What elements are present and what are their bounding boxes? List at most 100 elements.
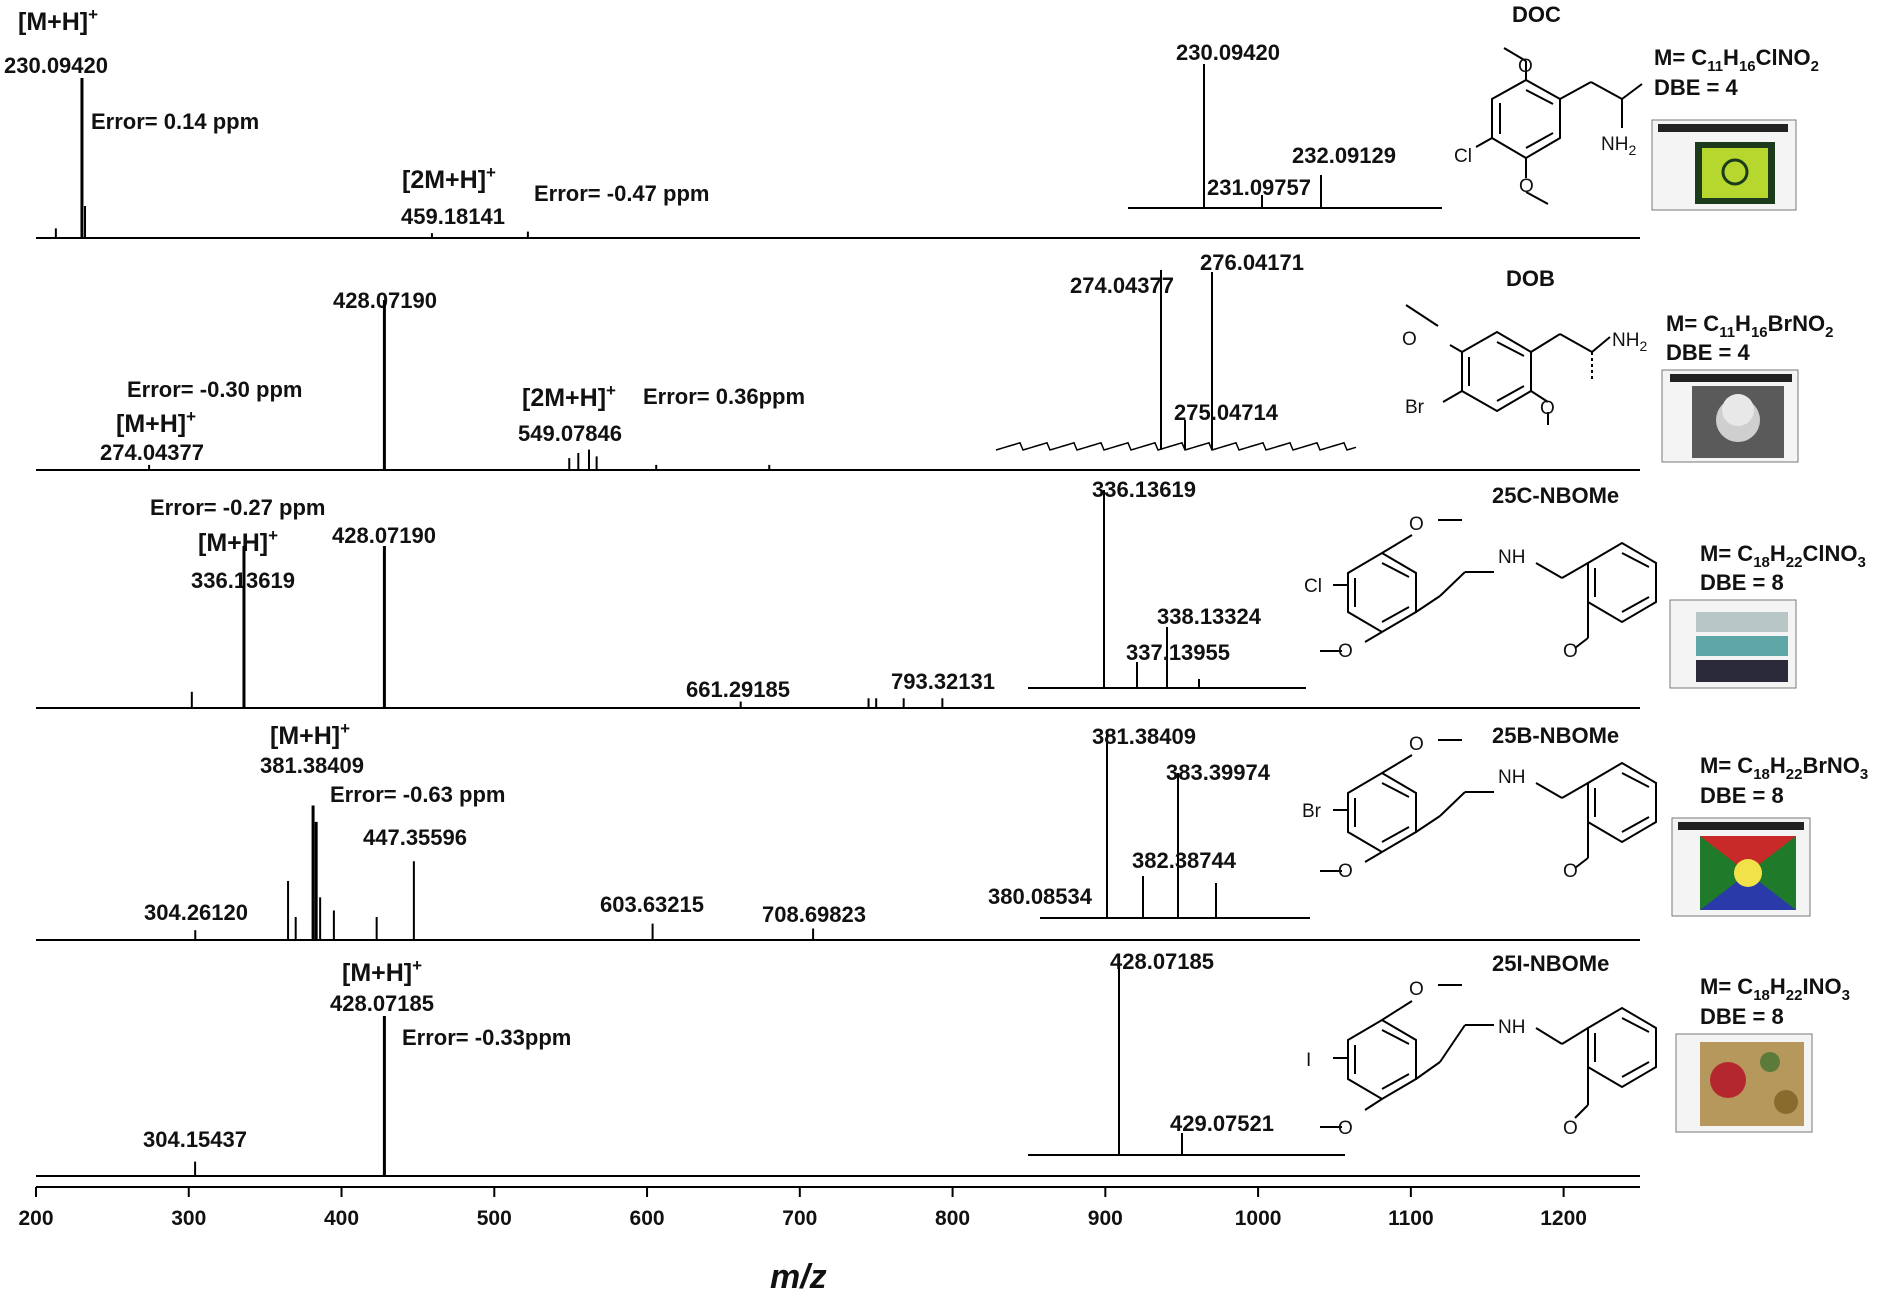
- blotter-photo: [1651, 119, 1797, 211]
- dbe-label: DBE = 4: [1666, 340, 1751, 365]
- peak-label: 603.63215: [600, 892, 704, 917]
- dbe-label: DBE = 4: [1654, 75, 1739, 100]
- compound-name: DOC: [1512, 2, 1561, 27]
- error-label: Error= -0.63 ppm: [330, 782, 505, 807]
- ion-label-mh: [M+H]+: [270, 719, 350, 750]
- inset-label: 381.38409: [1092, 724, 1196, 749]
- atom-o: O: [1402, 329, 1417, 350]
- atom-halogen: Br: [1302, 801, 1322, 822]
- atom-o: O: [1338, 1118, 1353, 1139]
- peak-label: 447.35596: [363, 825, 467, 850]
- peak-label-2mh: 459.18141: [401, 204, 505, 229]
- peak-label: 793.32131: [891, 669, 995, 694]
- peak-label-2mh: 549.07846: [518, 421, 622, 446]
- x-axis: 200 300 400 500 600 700 800 900 1000 1100 1200 m/z: [18, 1186, 1640, 1295]
- atom-o: O: [1519, 176, 1534, 197]
- atom-nh2: NH2: [1612, 330, 1647, 354]
- x-tick-label: 1200: [1540, 1207, 1587, 1230]
- x-tick-label: 200: [18, 1207, 53, 1230]
- ion-label-2mh: [2M+H]+: [402, 163, 496, 194]
- error-label: Error= -0.27 ppm: [150, 495, 325, 520]
- inset-label: 231.09757: [1207, 175, 1311, 200]
- x-tick-label: 800: [935, 1207, 970, 1230]
- inset-label: 230.09420: [1176, 40, 1280, 65]
- x-tick-label: 300: [171, 1207, 206, 1230]
- chem-structure-dob: [1405, 304, 1611, 425]
- molecular-formula: M= C18H22INO3: [1700, 974, 1850, 1004]
- atom-o: O: [1518, 56, 1533, 77]
- peak-label: 428.07190: [332, 523, 436, 548]
- chem-structure-doc: [1475, 47, 1643, 205]
- error-label-2mh: Error= 0.36ppm: [643, 384, 805, 409]
- blotter-photo: [1675, 1033, 1813, 1133]
- x-tick-label: 400: [324, 1207, 359, 1230]
- atom-o: O: [1563, 861, 1578, 882]
- inset-25b: 381.38409 383.39974 382.38744 380.08534: [988, 724, 1310, 919]
- chem-structure-25i: [1320, 984, 1657, 1128]
- inset-label: 276.04171: [1200, 250, 1304, 275]
- panel-25i: [M+H]+ 428.07185 Error= -0.33ppm 304.154…: [36, 949, 1850, 1177]
- peak-label-mh: 428.07185: [330, 991, 434, 1016]
- spectra-peaks: [54, 78, 944, 1176]
- error-label: Error= 0.14 ppm: [91, 109, 259, 134]
- ion-label-mh: [M+H]+: [18, 5, 98, 36]
- blotter-photo: [1661, 369, 1799, 463]
- peak-label: 304.15437: [143, 1127, 247, 1152]
- molecular-formula: M= C11H16ClNO2: [1654, 45, 1819, 75]
- ion-label-mh: [M+H]+: [116, 407, 196, 438]
- inset-25i: 428.07185 429.07521: [1028, 949, 1345, 1156]
- inset-label: 337.13955: [1126, 640, 1230, 665]
- inset-label: 336.13619: [1092, 477, 1196, 502]
- x-tick-label: 1000: [1235, 1207, 1282, 1230]
- inset-noise: [995, 441, 1357, 451]
- dbe-label: DBE = 8: [1700, 570, 1784, 595]
- atom-o: O: [1409, 979, 1424, 1000]
- inset-label: 382.38744: [1132, 848, 1237, 873]
- x-tick-label: 1100: [1388, 1207, 1434, 1230]
- atom-nh: NH: [1498, 767, 1525, 788]
- atom-o: O: [1409, 734, 1424, 755]
- compound-name: 25I-NBOMe: [1492, 951, 1609, 976]
- compound-name: 25B-NBOMe: [1492, 723, 1619, 748]
- molecular-formula: M= C18H22ClNO3: [1700, 541, 1866, 571]
- blotter-photo: [1671, 817, 1811, 917]
- ion-label-mh: [M+H]+: [198, 526, 278, 557]
- inset-doc: 230.09420 231.09757 232.09129: [1128, 40, 1442, 209]
- ion-label-mh: [M+H]+: [342, 956, 422, 987]
- compound-name: 25C-NBOMe: [1492, 483, 1619, 508]
- panel-doc: [M+H]+ 230.09420 Error= 0.14 ppm [2M+H]+…: [4, 2, 1819, 239]
- inset-label: 338.13324: [1157, 604, 1262, 629]
- inset-dob: 274.04377 276.04171 275.04714: [995, 250, 1357, 451]
- x-axis-label: m/z: [770, 1258, 827, 1295]
- inset-label: 380.08534: [988, 884, 1093, 909]
- molecular-formula: M= C11H16BrNO2: [1666, 311, 1833, 341]
- inset-25c: 336.13619 338.13324 337.13955: [1028, 477, 1306, 689]
- inset-label: 428.07185: [1110, 949, 1214, 974]
- x-tick-label: 700: [782, 1207, 817, 1230]
- x-tick-label: 900: [1088, 1207, 1123, 1230]
- error-label: Error= -0.33ppm: [402, 1025, 571, 1050]
- molecular-formula: M= C18H22BrNO3: [1700, 753, 1868, 783]
- x-tick-label: 500: [477, 1207, 512, 1230]
- panel-25b: [M+H]+ 381.38409 Error= -0.63 ppm 447.35…: [36, 719, 1868, 941]
- atom-o: O: [1563, 1118, 1578, 1139]
- inset-label: 275.04714: [1174, 400, 1279, 425]
- atom-o: O: [1338, 861, 1353, 882]
- atom-nh: NH: [1498, 547, 1525, 568]
- compound-name: DOB: [1506, 266, 1555, 291]
- peak-label-mh: 274.04377: [100, 440, 204, 465]
- x-ticks: 200 300 400 500 600 700 800 900 1000 1100 1200: [18, 1187, 1587, 1230]
- atom-halogen: Cl: [1454, 146, 1472, 167]
- atom-o: O: [1563, 641, 1578, 662]
- atom-halogen: Cl: [1304, 576, 1322, 597]
- x-tick-label: 600: [630, 1207, 665, 1230]
- peak-label-mh: 381.38409: [260, 753, 364, 778]
- error-label-2mh: Error= -0.47 ppm: [534, 181, 709, 206]
- atom-o: O: [1540, 398, 1555, 419]
- peak-label: 304.26120: [144, 900, 248, 925]
- atom-halogen: I: [1306, 1050, 1311, 1071]
- inset-label: 383.39974: [1166, 760, 1271, 785]
- chem-structure-25c: [1320, 519, 1657, 652]
- dbe-label: DBE = 8: [1700, 1004, 1784, 1029]
- inset-label: 232.09129: [1292, 143, 1396, 168]
